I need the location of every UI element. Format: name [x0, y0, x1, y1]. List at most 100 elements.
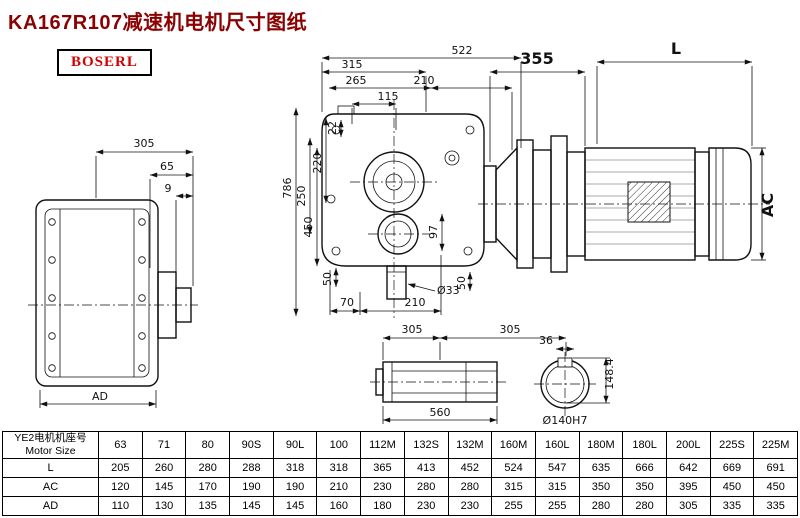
size-cell: 230	[403, 496, 449, 516]
dim-main-210: 210	[414, 74, 435, 87]
dim-shaft-305a: 305	[402, 323, 423, 336]
size-col-header: 132S	[403, 431, 449, 459]
dim-main-265: 265	[346, 74, 367, 87]
bolt-hole	[48, 294, 56, 302]
dim-side-9: 9	[165, 182, 172, 195]
bolt-hole	[138, 364, 146, 372]
dim-main-250: 250	[295, 186, 308, 207]
front-view: 522 315 265 210 115 22 220 250 450 786	[281, 44, 522, 318]
bolt-hole	[138, 218, 146, 226]
size-cell: 280	[578, 496, 624, 516]
size-cell: 260	[141, 458, 187, 478]
size-cell: 318	[272, 458, 318, 478]
size-cell: 280	[403, 477, 449, 497]
bolt-hole	[326, 194, 336, 204]
size-col-header: 71	[141, 431, 187, 459]
size-col-header: 112M	[360, 431, 405, 459]
size-cell: 395	[665, 477, 711, 497]
size-cell: 335	[709, 496, 755, 516]
dim-bore-dia: Ø140H7	[543, 414, 588, 427]
output-shaft-stub	[386, 265, 407, 300]
size-cell: 230	[360, 477, 405, 497]
size-cell: 452	[447, 458, 493, 478]
table-row-AC: AC 120 145 170 190 190 210 230 280 280 3…	[2, 477, 798, 497]
bolt-hole	[48, 332, 56, 340]
size-cell: 280	[185, 458, 231, 478]
dim-motor-L: L	[671, 39, 681, 58]
size-cell: 450	[753, 477, 798, 497]
dim-key-148: 148.4	[603, 358, 616, 390]
dim-main-315: 315	[342, 58, 363, 71]
bolt-hole	[48, 364, 56, 372]
table-row-AD: AD 110 130 135 145 145 160 180 230 230 2…	[2, 496, 798, 516]
size-col-header: 225S	[709, 431, 755, 459]
motor-size-table: YE2电机机座号 Motor Size 63 71 80 90S 90L 100…	[2, 431, 798, 516]
size-cell: 190	[229, 477, 274, 497]
dim-main-97: 97	[427, 225, 440, 239]
bolt-hole	[138, 294, 146, 302]
dim-main-22: 22	[326, 121, 339, 135]
size-cell: 413	[403, 458, 449, 478]
row-label: AC	[2, 477, 99, 497]
bore-detail-view: 36 148.4 Ø140H7	[534, 334, 616, 427]
brand-logo: BOSERL	[57, 49, 152, 76]
size-cell: 547	[534, 458, 580, 478]
size-cell: 691	[753, 458, 798, 478]
dim-main-dia33: Ø33	[437, 284, 460, 297]
size-col-header: 200L	[665, 431, 711, 459]
dim-shaft-560: 560	[430, 406, 451, 419]
dim-shaft-305b: 305	[500, 323, 521, 336]
size-cell: 255	[491, 496, 536, 516]
size-col-header: 180L	[622, 431, 667, 459]
size-col-header: 160M	[491, 431, 536, 459]
size-cell: 524	[491, 458, 536, 478]
size-col-header: 80	[185, 431, 231, 459]
size-col-header: 132M	[447, 431, 493, 459]
size-cell: 145	[141, 477, 187, 497]
side-housing-outline	[35, 199, 159, 387]
size-cell: 315	[491, 477, 536, 497]
size-cell: 145	[272, 496, 318, 516]
size-cell: 350	[578, 477, 624, 497]
dim-main-450: 450	[302, 217, 315, 238]
size-col-header: 100	[316, 431, 362, 459]
size-cell: 305	[665, 496, 711, 516]
size-cell: 190	[272, 477, 318, 497]
size-cell: 120	[98, 477, 143, 497]
table-header-row: YE2电机机座号 Motor Size 63 71 80 90S 90L 100…	[2, 431, 798, 459]
dim-main-210b: 210	[405, 296, 426, 309]
size-cell: 205	[98, 458, 143, 478]
dim-key-36: 36	[539, 334, 553, 347]
dim-side-305: 305	[134, 137, 155, 150]
bolt-hole	[138, 332, 146, 340]
row-label: AD	[2, 496, 99, 516]
size-cell: 110	[98, 496, 143, 516]
side-view: 305 65 9 AD	[28, 137, 198, 408]
size-cell: 635	[578, 458, 624, 478]
dim-main-50-right: 50	[455, 276, 468, 290]
bolt-hole	[331, 246, 341, 256]
size-cell: 255	[534, 496, 580, 516]
dim-main-786: 786	[281, 178, 294, 199]
dim-side-AD: AD	[92, 390, 108, 403]
row-label: L	[2, 458, 99, 478]
leader-line	[407, 283, 436, 292]
gearbox-outline	[321, 113, 485, 267]
size-cell: 335	[753, 496, 798, 516]
table-row-L: L 205 260 280 288 318 318 365 413 452 52…	[2, 458, 798, 478]
size-col-header: 225M	[753, 431, 798, 459]
size-col-header: 90L	[272, 431, 318, 459]
table-header-cn: YE2电机机座号	[14, 432, 87, 444]
lifting-lug	[337, 105, 355, 115]
size-cell: 280	[447, 477, 493, 497]
size-col-header: 180M	[578, 431, 624, 459]
dim-main-220: 220	[311, 153, 324, 174]
size-cell: 450	[709, 477, 755, 497]
size-col-header: 63	[98, 431, 143, 459]
size-cell: 210	[316, 477, 362, 497]
dim-motor-AC: AC	[758, 193, 777, 217]
size-cell: 350	[622, 477, 667, 497]
bolt-hole	[48, 256, 56, 264]
size-cell: 230	[447, 496, 493, 516]
